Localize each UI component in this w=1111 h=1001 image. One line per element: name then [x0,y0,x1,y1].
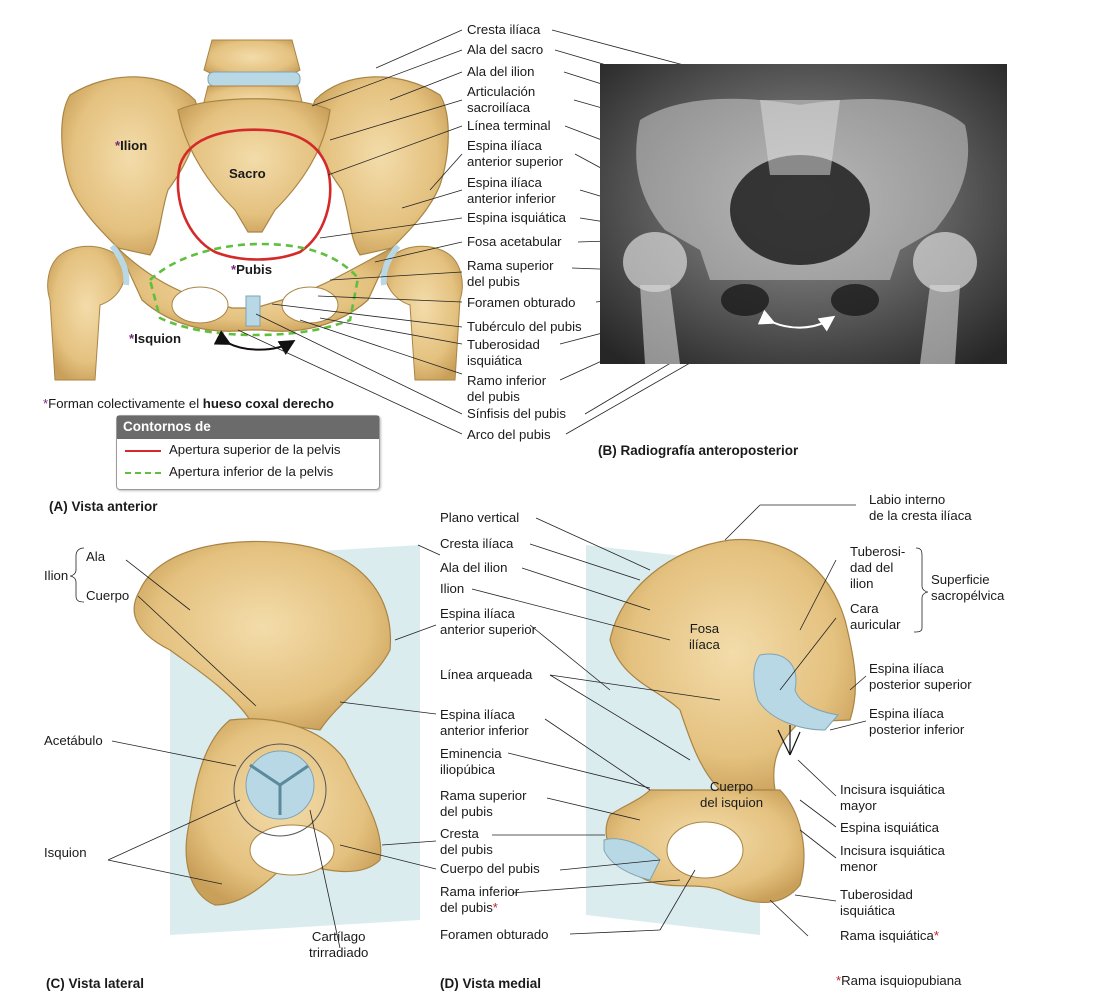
label-espina-ant-sup-a: Espina ilíaca anterior superior [467,138,564,169]
label-sinfisis-pubis: Sínfisis del pubis [467,406,566,421]
pubic-symphyseal-surface [603,838,661,881]
panel-c-leader-lines [107,559,437,949]
medial-ilium [609,538,857,791]
label-espina-ant-inf-a: Espina ilíaca anterior inferior [467,175,556,206]
label-eminencia-iliopubica: Eminencia iliopúbica [440,746,502,777]
label-ramo-inferior-pubis: Ramo inferior del pubis [467,373,547,404]
label-ala-ilion-d: Ala del ilion [440,560,508,575]
label-espina-post-sup: Espina ilíaca posterior superior [869,661,972,692]
label-cuerpo-isquion: Cuerpo del isquion [700,779,764,810]
label-tuberosidad-ilion: Tuberosi- dad del ilion [850,544,906,591]
label-espina-ant-inf-cd: Espina ilíaca anterior inferior [440,707,529,738]
pelvic-inlet-outline [176,128,332,261]
label-ilion: *Ilion [115,138,148,153]
label-fosa-iliaca: Fosa ilíaca [689,621,720,652]
label-espina-isquiatica-a: Espina isquiática [467,210,566,225]
pubic-arch-arrow [213,330,296,355]
label-incisura-menor: Incisura isquiática menor [840,843,945,874]
label-ilion-bracket: Ilion [44,568,69,583]
label-cuerpo-pubis: Cuerpo del pubis [440,861,540,876]
panel-d-leader-lines [69,504,929,937]
label-tuberosidad-isquiatica-a: Tuberosidad isquiática [467,337,540,368]
radiograph [600,64,1007,364]
label-isquion: *Isquion [129,331,182,346]
label-fosa-acetabular: Fosa acetabular [467,234,562,249]
anterior-pelvis-illustration [47,39,463,381]
caption-panel-a: (A) Vista anterior [49,499,158,514]
label-superficie-sacropelvica: Superficie sacropélvica [931,572,1005,603]
label-pubis: *Pubis [231,262,273,277]
label-rama-superior-pubis-a: Rama superior del pubis [467,258,554,289]
left-obturator-foramen [171,286,229,324]
label-ala-sacro: Ala del sacro [467,42,544,57]
footnote-coxal: *Forman colectivamente el hueso coxal de… [43,396,334,411]
label-linea-arqueada: Línea arqueada [440,667,533,682]
acetabulum-ring [233,743,327,837]
left-femur [47,245,126,381]
label-ilion-d: Ilion [440,581,465,596]
medial-hip-bone-illustration [586,538,857,935]
legend-inlet-label: Apertura superior de la pelvis [169,442,341,457]
label-labio-interno: Labio interno de la cresta ilíaca [869,492,972,523]
caption-panel-d: (D) Vista medial [440,976,542,991]
panel-a-leader-lines [237,29,463,435]
label-foramen-obturado-cd: Foramen obturado [440,927,549,942]
label-ala: Ala [86,549,106,564]
ischial-notch-arrows [777,725,801,756]
label-espina-post-inf: Espina ilíaca posterior inferior [869,706,965,737]
label-ala-ilion-a: Ala del ilion [467,64,535,79]
legend-item-outlet: Apertura inferior de la pelvis [117,461,379,483]
label-linea-terminal: Línea terminal [467,118,551,133]
label-plano-vertical: Plano vertical [440,510,520,525]
label-rama-isquiatica: Rama isquiática* [840,928,939,943]
footnote-rama-isquiopubiana: *Rama isquiopubiana [836,973,962,988]
intervertebral-disc [207,71,301,87]
label-incisura-mayor: Incisura isquiática mayor [840,782,945,813]
auricular-surface [753,653,839,731]
pubic-symphysis [245,295,261,327]
label-cresta-iliaca-a: Cresta ilíaca [467,22,541,37]
caption-panel-b: (B) Radiografía anteroposterior [598,443,799,458]
medial-obturator-foramen [666,821,744,879]
legend-outlet-label: Apertura inferior de la pelvis [169,464,334,479]
lateral-hip-bone-illustration [133,540,441,935]
lateral-obturator-foramen [249,824,335,876]
label-espina-isquiatica-d: Espina isquiática [840,820,939,835]
label-sacro: Sacro [229,166,266,181]
right-femur [384,245,463,381]
radiograph-pubic-arch-arrow [757,309,836,332]
label-espina-ant-sup-cd: Espina ilíaca anterior superior [440,606,537,637]
label-cresta-iliaca-d: Cresta ilíaca [440,536,514,551]
outline-legend: Contornos de Apertura superior de la pel… [116,415,380,490]
label-acetabulo: Acetábulo [44,733,103,748]
caption-panel-c: (C) Vista lateral [46,976,145,991]
label-cuerpo: Cuerpo [86,588,130,603]
label-tuberculo-pubis: Tubérculo del pubis [467,319,582,334]
legend-item-inlet: Apertura superior de la pelvis [117,439,379,461]
label-articulacion-sacroiliaca: Articulación sacroilíaca [467,84,536,115]
sacrum [177,98,331,233]
label-rama-superior-pubis-cd: Rama superior del pubis [440,788,527,819]
right-obturator-foramen [281,286,339,324]
label-tuberosidad-isquiatica-d: Tuberosidad isquiática [840,887,913,918]
legend-title: Contornos de [117,416,379,439]
label-isquion-c: Isquion [44,845,87,860]
label-rama-inferior-pubis-cd: Rama inferior del pubis* [440,884,520,915]
right-ilium [311,76,449,256]
lateral-ilium [133,540,392,731]
label-foramen-obturado-a: Foramen obturado [467,295,576,310]
triradiate-cartilage [249,763,309,815]
label-cresta-pubis: Cresta del pubis [440,826,493,857]
label-cara-auricular: Cara auricular [850,601,901,632]
left-ilium [61,76,199,256]
label-arco-pubis: Arco del pubis [467,427,551,442]
label-cartilago-trirradiado: Cartílago trirradiado [309,929,369,960]
